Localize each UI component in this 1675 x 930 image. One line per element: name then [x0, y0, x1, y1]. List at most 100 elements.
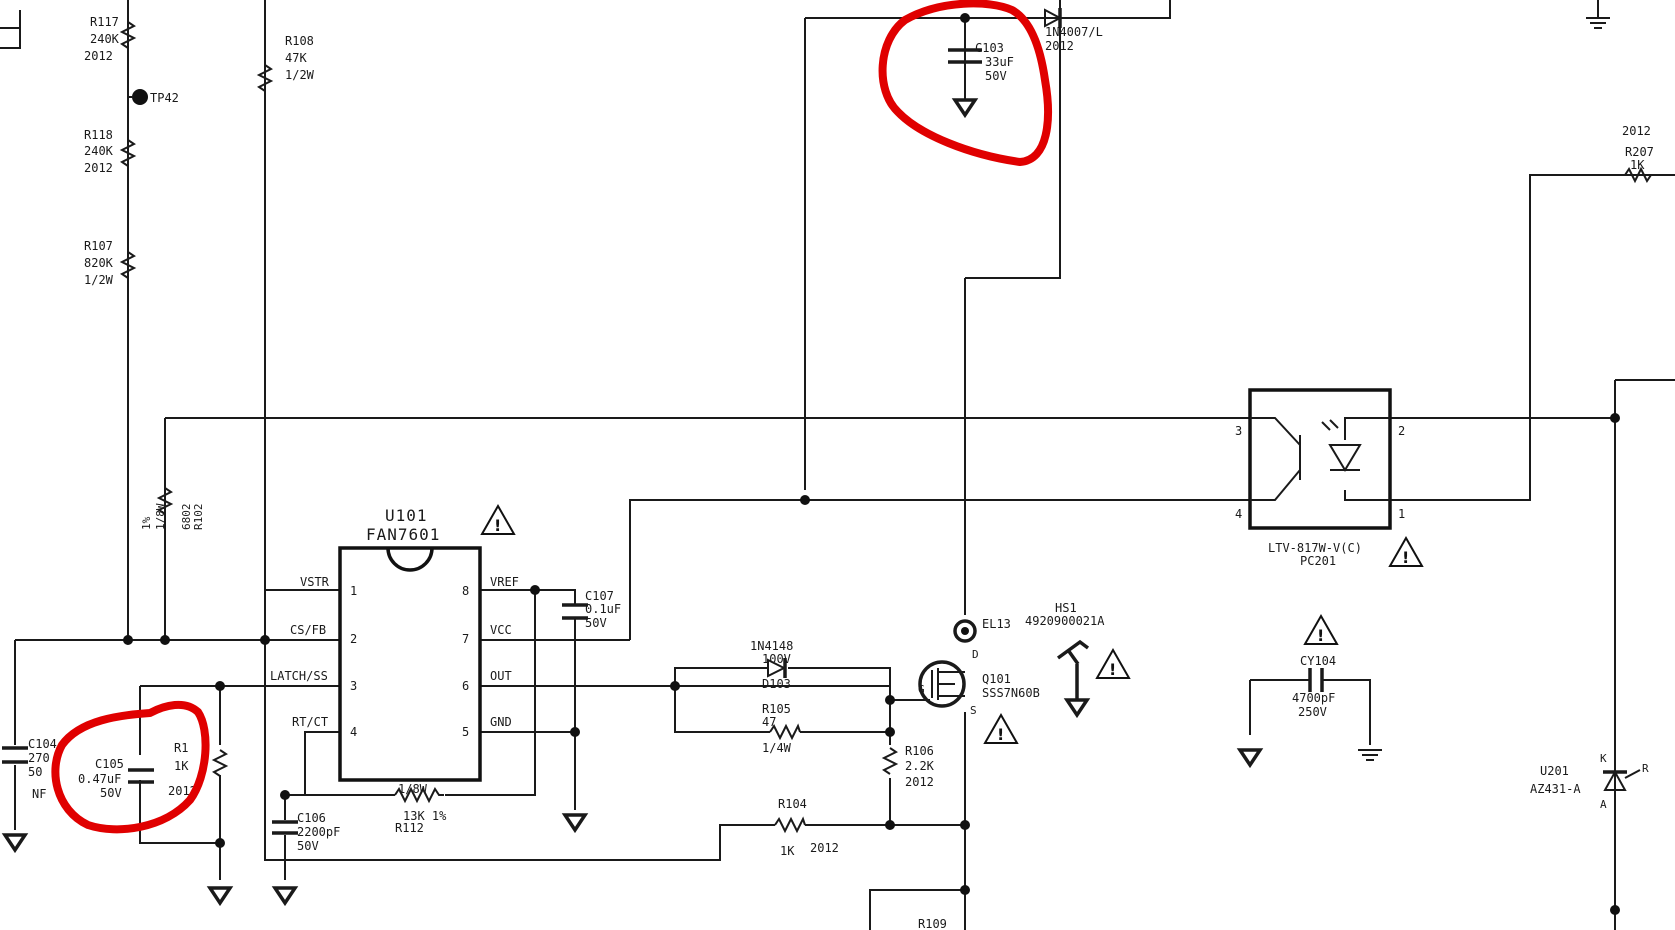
d-top-ref: 1N4007/L	[1045, 25, 1103, 39]
d103-part: 1N4148	[750, 639, 793, 653]
u101-pin6-name: OUT	[490, 669, 512, 683]
c103-voltage: 50V	[985, 69, 1007, 83]
q101-part: SSS7N60B	[982, 686, 1040, 700]
svg-text:!: !	[1317, 626, 1324, 645]
r117-value: 240K	[90, 32, 120, 46]
u101-pin2-name: CS/FB	[290, 623, 326, 637]
u101-ref: U101	[385, 506, 428, 525]
warning-triangle-icon: !	[480, 503, 516, 535]
c105-ref: C105	[95, 757, 124, 771]
r112-value: 13K 1%	[403, 809, 447, 823]
c107-voltage: 50V	[585, 616, 607, 630]
q101-pin-s: S	[970, 704, 977, 717]
u101-pin6-num: 6	[462, 679, 469, 693]
r104-size: 2012	[810, 841, 839, 855]
c105-voltage: 50V	[100, 786, 122, 800]
r108-ref: R108	[285, 34, 314, 48]
r109-ref: R109	[918, 917, 947, 930]
c107-ref: C107	[585, 589, 614, 603]
r106-size: 2012	[905, 775, 934, 789]
c104-voltage: 50	[28, 765, 42, 779]
u101-pin5-name: GND	[490, 715, 512, 729]
u101-pin4-name: RT/CT	[292, 715, 328, 729]
u101-pin3-num: 3	[350, 679, 357, 693]
u101-pin7-num: 7	[462, 632, 469, 646]
u101-pin8-name: VREF	[490, 575, 519, 589]
diodes	[767, 8, 1063, 678]
ground-symbols	[1, 17, 1610, 907]
u201-regulator: K A R U201 AZ431-A	[1530, 752, 1649, 811]
r106-ref: R106	[905, 744, 934, 758]
r102-tol: 1%	[140, 516, 153, 530]
u101-part: FAN7601	[366, 525, 440, 544]
c103-ref: C103	[975, 41, 1004, 55]
d-top-ref2: 2012	[1045, 39, 1074, 53]
red-annotation-marks	[51, 0, 1053, 834]
svg-text:!: !	[1402, 548, 1409, 567]
cy104-voltage: 250V	[1298, 705, 1327, 719]
el13-ref: EL13	[982, 617, 1011, 631]
r105-value: 47	[762, 715, 776, 729]
pc201-optocoupler: 3 4 2 1 LTV-817W-V(C) PC201	[1235, 388, 1405, 568]
resistor-symbols	[119, 21, 1671, 834]
c106-value: 2200pF	[297, 825, 340, 839]
svg-text:!: !	[494, 516, 501, 535]
warning-triangle-icon: !	[1388, 535, 1424, 567]
u101-pin3-name: LATCH/SS	[270, 669, 328, 683]
r207-ref: R207	[1625, 145, 1654, 159]
u201-part: AZ431-A	[1530, 782, 1581, 796]
r107-ref: R107	[84, 239, 113, 253]
c106-ref: C106	[297, 811, 326, 825]
u101-pin8-num: 8	[462, 584, 469, 598]
pc201-ref: PC201	[1300, 554, 1336, 568]
r107-value: 820K	[84, 256, 114, 270]
r106-value: 2.2K	[905, 759, 935, 773]
u101-pin7-name: VCC	[490, 623, 512, 637]
q101-pin-g: G	[918, 683, 925, 696]
hs1-ref: HS1	[1055, 601, 1077, 615]
warning-triangle-icon: !	[1303, 613, 1339, 645]
c104-value: 270	[28, 751, 50, 765]
pc201-pin3: 3	[1235, 424, 1242, 438]
r102-value: 6802	[180, 504, 193, 531]
r1x-ref: R1	[174, 741, 188, 755]
c104-ref: C104	[28, 737, 57, 751]
red-circle-c105	[51, 700, 210, 834]
hs1-heatsink: HS1 4920900021A	[1025, 601, 1105, 700]
pc201-pin2: 2	[1398, 424, 1405, 438]
pc201-part: LTV-817W-V(C)	[1268, 541, 1362, 555]
warning-triangle-icon: !	[1095, 647, 1131, 679]
u101-ic: U101 FAN7601 VSTR 1 CS/FB 2 LATCH/SS 3 R…	[270, 506, 519, 782]
component-labels: R117 240K 2012 R118 240K 2012 R107 820K …	[28, 15, 1654, 930]
pc201-pin4: 4	[1235, 507, 1242, 521]
r117-size: 2012	[84, 49, 113, 63]
c104-note: NF	[32, 787, 46, 801]
q101-pin-d: D	[972, 648, 979, 661]
r108-size: 1/2W	[285, 68, 315, 82]
u201-pin-k: K	[1600, 752, 1607, 765]
c105-value: 0.47uF	[78, 772, 121, 786]
junctions	[123, 13, 1620, 915]
svg-text:!: !	[997, 725, 1004, 744]
c103-value: 33uF	[985, 55, 1014, 69]
cy104-value: 4700pF	[1292, 691, 1335, 705]
r107-size: 1/2W	[84, 273, 114, 287]
r117-ref: R117	[90, 15, 119, 29]
c106-voltage: 50V	[297, 839, 319, 853]
warning-triangle-icon: !	[983, 712, 1019, 744]
r102-power: 1/8W	[154, 503, 167, 530]
q101-mosfet: D G S Q101 SSS7N60B EL13	[918, 617, 1040, 717]
r105-power: 1/4W	[762, 741, 792, 755]
tp42-label: TP42	[150, 91, 179, 105]
u201-ref: U201	[1540, 764, 1569, 778]
r118-ref: R118	[84, 128, 113, 142]
u101-pin2-num: 2	[350, 632, 357, 646]
r112-ref: R112	[395, 821, 424, 835]
u101-pin1-num: 1	[350, 584, 357, 598]
hs1-part: 4920900021A	[1025, 614, 1105, 628]
u201-pin-a: A	[1600, 798, 1607, 811]
r112-power: 1/8W	[398, 782, 428, 796]
c107-value: 0.1uF	[585, 602, 621, 616]
